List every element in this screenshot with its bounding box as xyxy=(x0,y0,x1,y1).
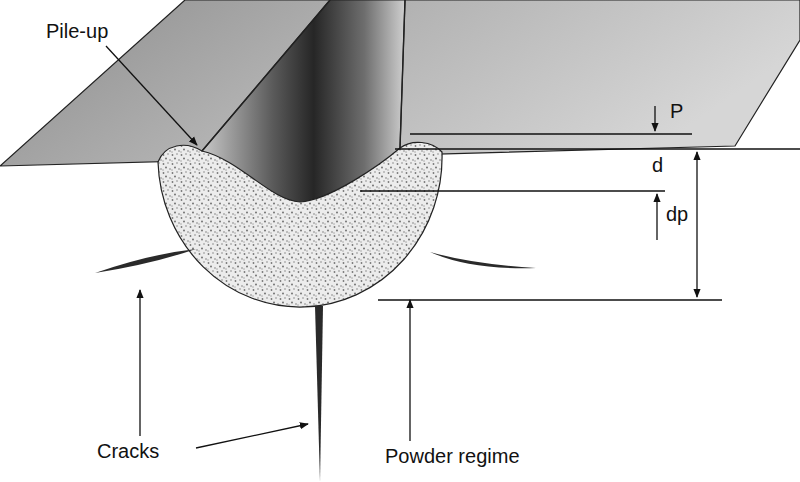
leader-line xyxy=(106,46,197,145)
crack xyxy=(315,306,323,482)
reference-line xyxy=(360,190,665,191)
dimension-label: d xyxy=(652,154,663,176)
dimension-arrow xyxy=(656,194,657,240)
part-label: Pile-up xyxy=(46,20,108,42)
leader-line xyxy=(139,290,140,436)
dimension-arrow xyxy=(696,152,697,297)
symbol-label: P xyxy=(670,100,683,122)
crack xyxy=(95,249,196,273)
reference-line xyxy=(378,299,722,300)
indenter xyxy=(202,0,405,202)
reference-line xyxy=(395,148,800,149)
leader-line xyxy=(196,424,308,448)
leader-line xyxy=(409,300,410,441)
part-label: Powder regime xyxy=(385,445,520,467)
reference-line xyxy=(410,133,692,134)
dimension-label: dp xyxy=(666,203,688,225)
load-arrow xyxy=(654,106,655,131)
part-label: Cracks xyxy=(97,440,159,462)
crack xyxy=(430,252,536,268)
indenter-edge xyxy=(202,0,405,151)
